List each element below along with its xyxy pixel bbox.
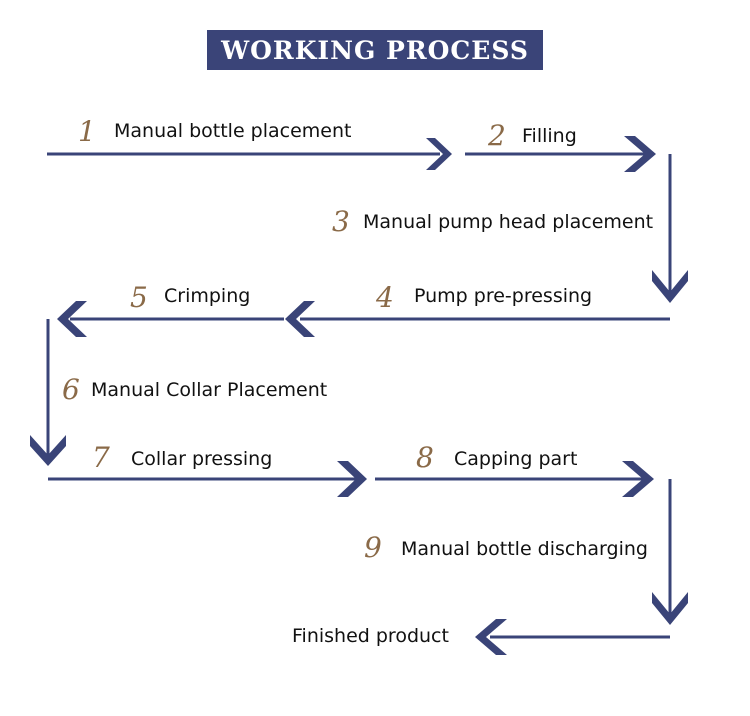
step-9-number: 9 [364, 531, 382, 564]
step-4-label: Pump pre-pressing [414, 285, 593, 307]
chevron-down-icon [652, 592, 688, 625]
step-2-label: Filling [522, 125, 577, 147]
step-1-number: 1 [78, 115, 96, 148]
chevron-left-icon [57, 301, 87, 337]
step-5-label: Crimping [164, 285, 251, 307]
step-8-number: 8 [416, 441, 434, 474]
chevrons [30, 136, 688, 655]
diagram-title: WORKING PROCESS [207, 30, 543, 70]
step-3-number: 3 [332, 205, 350, 238]
chevron-left-icon [285, 301, 315, 337]
step-3-label: Manual pump head placement [363, 211, 654, 233]
step-7-number: 7 [92, 441, 110, 474]
chevron-down-icon [652, 270, 688, 303]
chevron-right-icon [426, 138, 452, 170]
step-4-number: 4 [376, 281, 394, 314]
chevron-right-icon [622, 461, 654, 497]
chevron-right-icon [624, 136, 656, 172]
arrow-lines [46, 152, 672, 639]
step-6-label: Manual Collar Placement [91, 379, 328, 401]
step-9-label: Manual bottle discharging [401, 538, 648, 560]
chevron-right-icon [337, 461, 367, 497]
step-8-label: Capping part [454, 448, 578, 470]
step-2-number: 2 [488, 119, 506, 152]
step-6-number: 6 [62, 373, 80, 406]
finished-product-label: Finished product [292, 625, 449, 647]
chevron-left-icon [475, 619, 507, 655]
step-7-label: Collar pressing [131, 448, 273, 470]
chevron-down-icon [30, 435, 66, 466]
step-1-label: Manual bottle placement [114, 120, 352, 142]
step-5-number: 5 [130, 281, 148, 314]
